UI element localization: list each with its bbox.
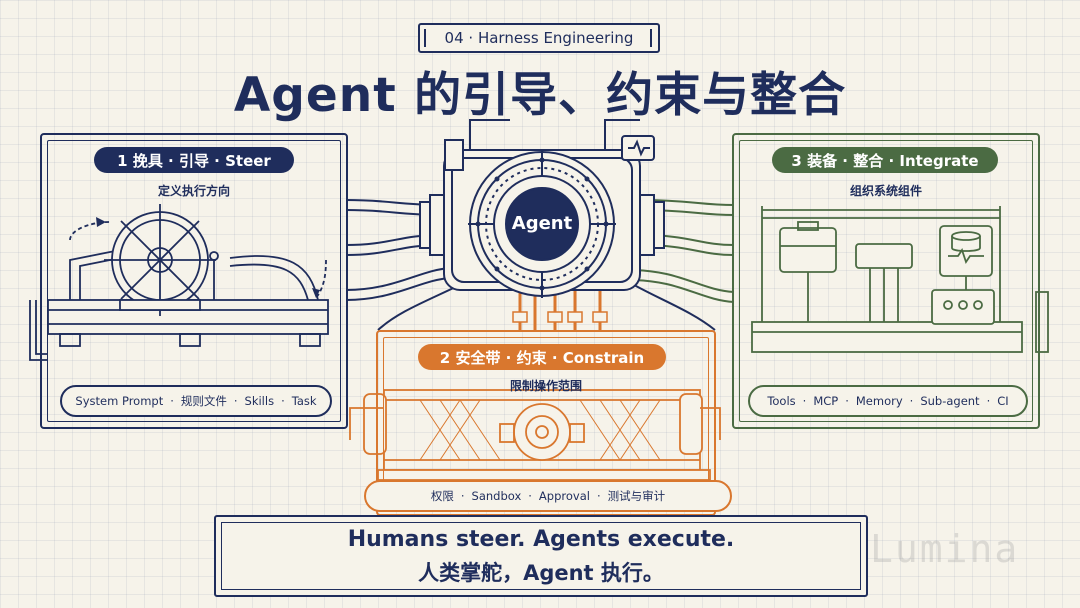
pump-fence [349, 389, 721, 481]
steer-item: System Prompt [75, 394, 164, 408]
constrain-items: 权限 · Sandbox · Approval · 测试与审计 [364, 480, 732, 512]
steer-item: Skills [244, 394, 275, 408]
constrain-item: Approval [538, 489, 590, 503]
integrate-item: Tools [767, 394, 796, 408]
steer-description: 定义执行方向 [157, 184, 230, 198]
steer-item: 规则文件 [180, 394, 227, 408]
constrain-item: 测试与审计 [607, 489, 666, 503]
integrate-item: Sub-agent [920, 394, 980, 408]
pipes-down [518, 285, 602, 330]
integrate-items: Tools · MCP · Memory · Sub-agent · CI [748, 385, 1028, 417]
rack-database [951, 231, 981, 252]
section-subtitle: 04 · Harness Engineering [418, 23, 660, 53]
steer-item: Task [291, 394, 317, 408]
integrate-item: Memory [855, 394, 903, 408]
integrate-item: CI [997, 394, 1009, 408]
integrate-description: 组织系统组件 [849, 184, 922, 198]
constrain-item: Sandbox [471, 489, 522, 503]
watermark-logo: Lumina [870, 527, 1020, 571]
motto-english: Humans steer. Agents execute. [347, 527, 735, 552]
page-title: Agent 的引导、约束与整合 [233, 68, 847, 123]
steer-badge: 1 挽具 · 引导 · Steer [94, 147, 294, 173]
pipes-down-nuts [512, 311, 608, 323]
section-subtitle-text: 04 · Harness Engineering [444, 29, 634, 47]
constrain-panel: 2 安全带 · 约束 · Constrain 限制操作范围 权限 · Sandb… [364, 330, 732, 516]
constrain-description: 限制操作范围 [509, 379, 582, 393]
constrain-badge: 2 安全带 · 约束 · Constrain [418, 344, 666, 370]
steer-panel: 1 挽具 · 引导 · Steer 定义执行方向 System Prompt ·… [40, 133, 348, 429]
component-rack [751, 206, 1049, 353]
motto-box: Humans steer. Agents execute. 人类掌舵，Agent… [214, 515, 868, 597]
integrate-badge: 3 装备 · 整合 · Integrate [772, 147, 998, 173]
steer-items: System Prompt · 规则文件 · Skills · Task [60, 385, 332, 417]
integrate-panel: 3 装备 · 整合 · Integrate 组织系统组件 Tools · MCP… [732, 133, 1040, 429]
constrain-item: 权限 [430, 489, 454, 503]
agent-core [505, 187, 579, 261]
ship-wheel-arrows [96, 217, 320, 298]
integrate-item: MCP [813, 394, 839, 408]
ship-wheel-machine [29, 204, 329, 361]
agent-core-label: Agent [511, 213, 573, 234]
motto-chinese: 人类掌舵，Agent 执行。 [418, 561, 664, 585]
vessel-bolts [475, 157, 609, 291]
